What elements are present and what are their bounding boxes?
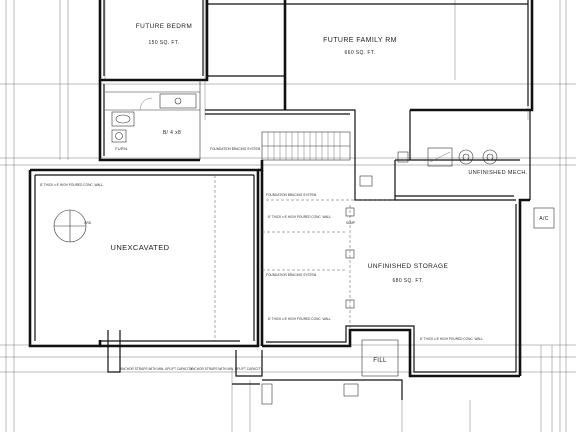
wall-note-d: 8" THICK x 8' HIGH POURED CONC. WALL [40, 183, 103, 187]
ac-name: A/C [539, 216, 549, 222]
anchor-note-a: ANCHOR STRAPS WITH MIN. UPLIFT CAPACITY [120, 367, 193, 371]
foundation-walls [28, 160, 530, 378]
future-family-room-area: 660 SQ. FT. [344, 50, 375, 56]
upper-walls [98, 0, 534, 200]
bath-fixtures [111, 93, 197, 143]
foundation-note-2: FOUNDATION BRACING SYSTEM [266, 193, 317, 197]
grade-detail [53, 209, 87, 243]
lower-extensions [107, 330, 403, 405]
fill-name: FILL [373, 358, 387, 364]
unfinished-mech-name: UNFINISHED MECH. [468, 170, 527, 176]
future-family-room-name: FUTURE FAMILY RM [323, 37, 397, 44]
unfinished-storage-name: UNFINISHED STORAGE [368, 263, 449, 270]
grade-note: GRD. [84, 221, 92, 225]
foundation-note-1: FOUNDATION BRACING SYSTEM [210, 147, 261, 151]
future-bedroom-name: FUTURE BEDRM [136, 23, 192, 30]
wall-note-b: 8" THICK x 8' HIGH POURED CONC. WALL [268, 317, 331, 321]
mech-equipment [359, 147, 498, 187]
wall-note-c: 8" THICK x 8' HIGH POURED CONC. WALL [420, 337, 483, 341]
bath-name: B/ 4 x8 [163, 130, 181, 136]
anchor-note-b: ANCHOR STRAPS WITH MIN. UPLIFT CAPACITY [190, 367, 263, 371]
unfinished-storage-area: 680 SQ. FT. [392, 278, 423, 284]
unexcavated-name: UNEXCAVATED [111, 243, 170, 252]
ac-unit [533, 207, 555, 229]
wall-note-a: 8" THICK x 8' HIGH POURED CONC. WALL [268, 215, 331, 219]
sump-note: SUMP [346, 221, 355, 225]
furn-name: FURN. [115, 147, 129, 151]
future-bedroom-area: 150 SQ. FT. [148, 40, 179, 46]
foundation-note-3: FOUNDATION BRACING SYSTEM [266, 273, 317, 277]
fill-area [361, 339, 399, 377]
stairs [261, 131, 351, 161]
beams [214, 175, 355, 341]
